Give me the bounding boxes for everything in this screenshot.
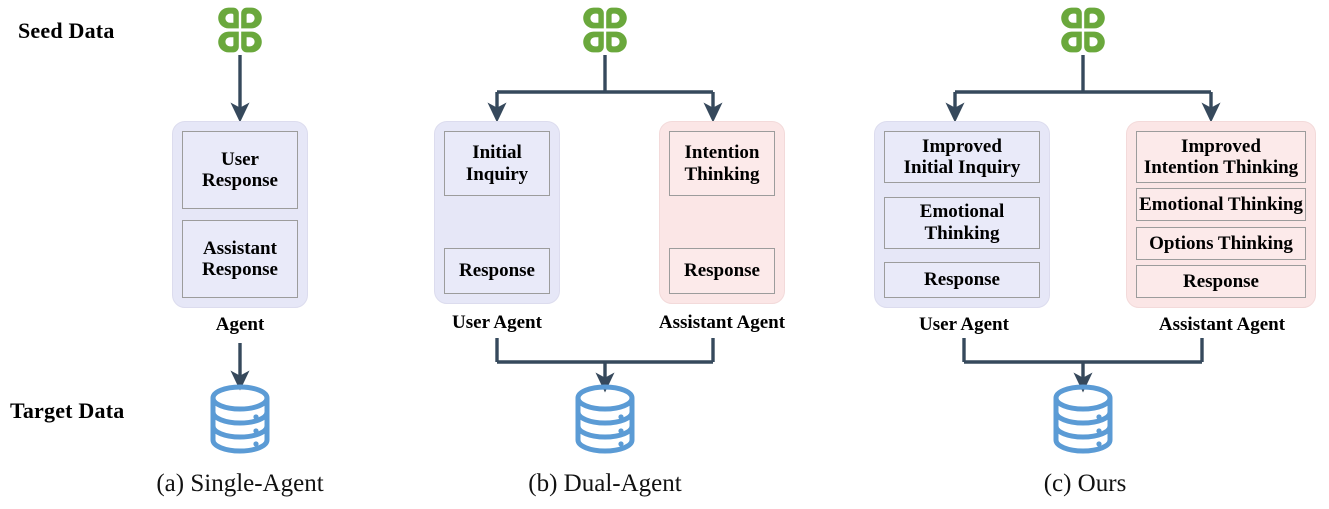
agent-caption-agent: Agent <box>215 314 265 335</box>
clover-seed-icon <box>216 6 264 54</box>
database-icon <box>574 383 636 455</box>
clover-seed-icon <box>581 6 629 54</box>
subfigure-caption-c: (c) Ours <box>1043 470 1127 497</box>
database-icon <box>1052 383 1114 455</box>
agent-caption-user-agent: User Agent <box>452 312 542 333</box>
slot-response[interactable]: Response <box>444 248 550 294</box>
slot-response[interactable]: Response <box>1136 264 1306 298</box>
clover-seed-icon <box>1059 6 1107 54</box>
slot-response[interactable]: Response <box>884 262 1040 298</box>
database-icon <box>209 383 271 455</box>
agent-caption-user-agent: User Agent <box>919 314 1009 335</box>
slot-response[interactable]: Response <box>669 248 775 294</box>
agent-caption-assistant-agent: Assistant Agent <box>658 312 786 333</box>
slot-emotional-thinking[interactable]: Emotional Thinking <box>1136 188 1306 222</box>
subfigure-caption-a: (a) Single-Agent <box>156 470 324 497</box>
agent-caption-assistant-agent: Assistant Agent <box>1158 314 1286 335</box>
slot-options-thinking[interactable]: Options Thinking <box>1136 226 1306 260</box>
subfigure-caption-b: (b) Dual-Agent <box>528 470 682 497</box>
seed-data-row-label: Seed Data <box>18 18 115 43</box>
target-data-row-label: Target Data <box>10 398 125 423</box>
